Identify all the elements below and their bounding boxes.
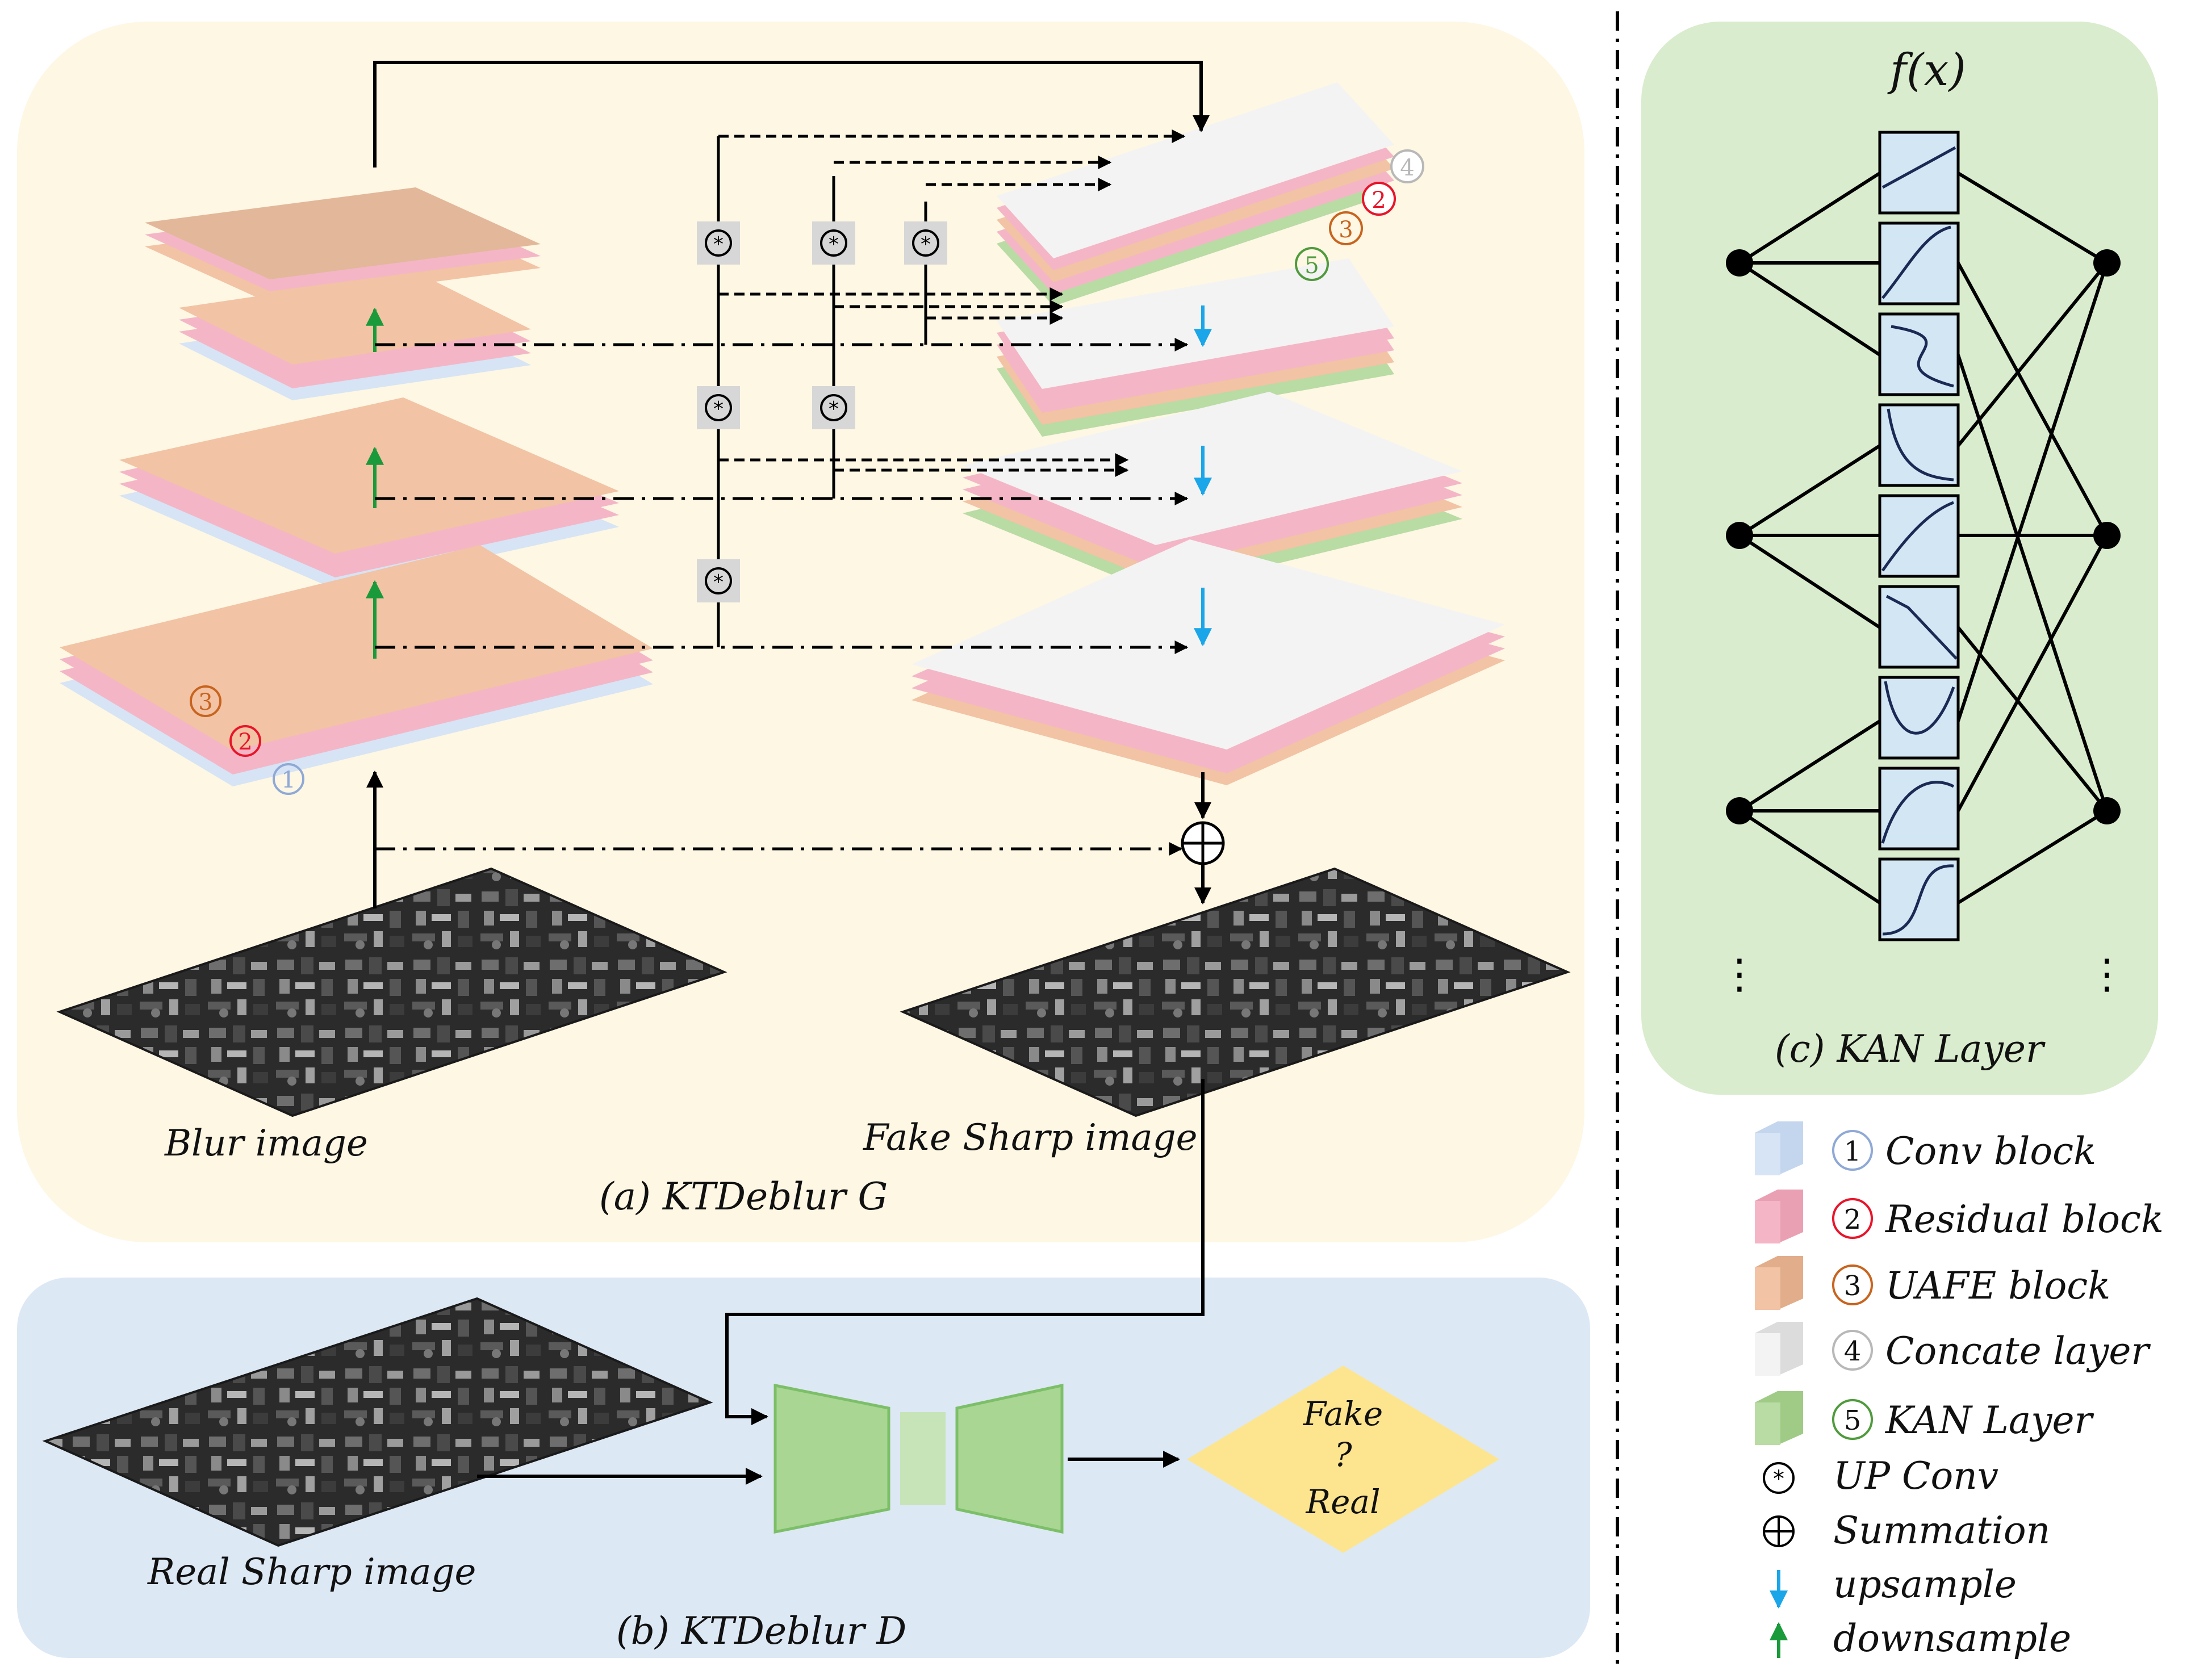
svg-text:3: 3 <box>1339 217 1353 243</box>
decoder-marker-residual: 2 <box>1362 182 1396 216</box>
svg-text:5: 5 <box>1844 1405 1862 1437</box>
svg-text:3: 3 <box>198 689 212 715</box>
real-sharp-image <box>42 1297 713 1547</box>
upconv-operator-1: * <box>697 221 740 265</box>
svg-text:UP Conv: UP Conv <box>1833 1454 1998 1498</box>
svg-text:1: 1 <box>1844 1136 1862 1167</box>
upconv-verticals <box>717 136 927 647</box>
upconv-operator-5: * <box>812 386 855 429</box>
fake-sharp-image <box>900 867 1571 1117</box>
decision-diamond: Fake ? Real <box>1187 1366 1499 1553</box>
legend-summation: Summation <box>1763 1509 2050 1552</box>
encoder-stack-1 <box>145 187 541 303</box>
svg-text:Conv block: Conv block <box>1885 1129 2096 1173</box>
encoder-stack-2 <box>179 273 531 400</box>
legend-uafe-block: 3 UAFE block <box>1755 1256 2110 1310</box>
decoder-stack-1 <box>997 82 1394 306</box>
svg-text:Summation: Summation <box>1833 1509 2050 1552</box>
encoder-stack-3 <box>119 397 619 589</box>
kan-function-label: f(x) <box>1887 45 1966 96</box>
svg-text:3: 3 <box>1844 1270 1862 1302</box>
summation-operator <box>1181 821 1225 865</box>
decoder-stack-3 <box>963 392 1462 593</box>
decoder-marker-concat: 4 <box>1390 149 1424 183</box>
kan-input-ellipsis: ⋮ <box>1719 950 1760 998</box>
kan-spline-curves <box>1881 146 1958 936</box>
svg-text:1: 1 <box>281 767 295 793</box>
svg-text:*: * <box>713 397 724 421</box>
kan-spline-boxes <box>1878 131 1960 941</box>
kan-output-ellipsis: ⋮ <box>2086 950 2127 998</box>
svg-text:*: * <box>829 233 839 256</box>
decoder-marker-kan: 5 <box>1295 247 1329 281</box>
generator-caption: (a) KTDeblur G <box>599 1175 888 1218</box>
svg-text:*: * <box>1773 1466 1784 1492</box>
svg-text:4: 4 <box>1400 155 1414 181</box>
upconv-dashed-routes <box>718 129 1186 477</box>
svg-text:Fake: Fake <box>1303 1395 1383 1433</box>
kan-output-nodes <box>2093 249 2121 824</box>
svg-text:2: 2 <box>238 729 252 755</box>
legend-concate-layer: 4 Concate layer <box>1755 1322 2151 1376</box>
svg-text:downsample: downsample <box>1833 1617 2071 1660</box>
upconv-operator-4: * <box>697 386 740 429</box>
legend-upsample: upsample <box>1770 1563 2017 1609</box>
discriminator-caption: (b) KTDeblur D <box>616 1609 906 1653</box>
legend-residual-block: 2 Residual block <box>1755 1190 2164 1243</box>
svg-text:2: 2 <box>1844 1204 1862 1236</box>
svg-text:upsample: upsample <box>1833 1563 2017 1606</box>
encoder-stack-4 <box>60 545 653 786</box>
kan-edges <box>1738 171 2109 905</box>
encoder-marker-uafe: 3 <box>190 685 221 717</box>
svg-text:*: * <box>713 233 724 256</box>
svg-text:Residual block: Residual block <box>1885 1197 2164 1241</box>
svg-text:Concate layer: Concate layer <box>1885 1329 2151 1373</box>
svg-text:UAFE block: UAFE block <box>1885 1264 2110 1308</box>
discriminator-network <box>773 1383 1064 1534</box>
upconv-operator-3: * <box>904 221 947 265</box>
encoder-marker-conv: 1 <box>273 763 304 795</box>
kan-input-nodes <box>1726 249 1753 824</box>
svg-text:5: 5 <box>1304 253 1319 279</box>
svg-text:Real: Real <box>1305 1483 1380 1521</box>
blur-image-label: Blur image <box>164 1123 368 1165</box>
svg-text:?: ? <box>1334 1435 1352 1474</box>
upconv-operator-2: * <box>812 221 855 265</box>
circled-asterisk-icon <box>1763 1462 1795 1494</box>
legend-up-conv: * UP Conv <box>1763 1454 1998 1498</box>
blur-image <box>56 867 727 1117</box>
top-skip-connection <box>373 61 1210 168</box>
legend-conv-block: 1 Conv block <box>1755 1121 2096 1175</box>
svg-text:*: * <box>713 571 724 594</box>
decoder-marker-uafe: 3 <box>1329 211 1363 245</box>
skip-connections-dashdot <box>375 338 1189 856</box>
fake-sharp-image-label: Fake Sharp image <box>863 1117 1198 1159</box>
encoder-marker-residual: 2 <box>229 725 261 757</box>
legend-downsample: downsample <box>1770 1617 2071 1660</box>
svg-text:*: * <box>829 397 839 421</box>
real-sharp-image-label: Real Sharp image <box>147 1551 476 1593</box>
svg-text:4: 4 <box>1844 1335 1862 1367</box>
legend-kan-layer: 5 KAN Layer <box>1755 1391 2094 1445</box>
circled-plus-icon <box>1763 1515 1795 1547</box>
upconv-operator-6: * <box>697 559 740 602</box>
kan-caption: (c) KAN Layer <box>1775 1027 2046 1071</box>
svg-text:2: 2 <box>1371 187 1386 213</box>
legend: 1 Conv block 2 Residual block 3 UAFE blo… <box>1755 1121 2164 1660</box>
svg-text:KAN Layer: KAN Layer <box>1885 1398 2094 1442</box>
svg-text:*: * <box>921 233 931 256</box>
fake-to-discriminator <box>725 1079 1205 1425</box>
